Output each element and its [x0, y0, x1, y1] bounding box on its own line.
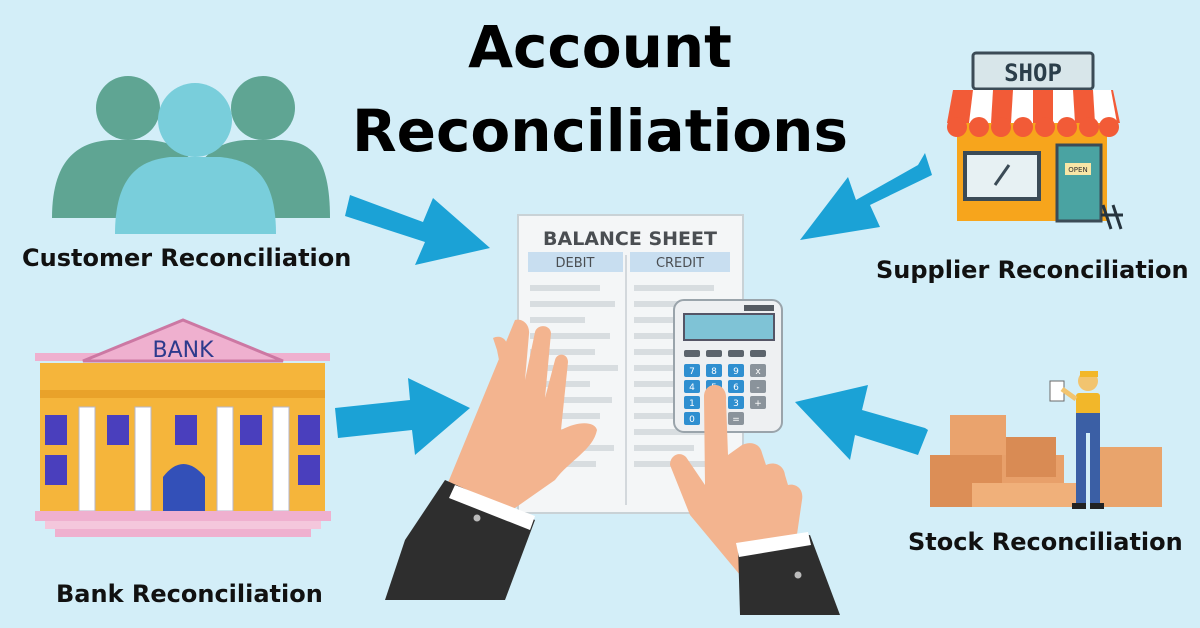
- calculator-key: [706, 364, 722, 377]
- customer-reconciliation-label: Customer Reconciliation: [22, 244, 352, 272]
- calculator-key: [684, 364, 700, 377]
- calculator-key-label: 7: [689, 367, 695, 377]
- arrow-bank: [335, 378, 470, 455]
- calculator-key: [750, 364, 766, 377]
- calculator-key: [750, 380, 766, 393]
- calculator-key: [728, 412, 744, 425]
- shop-door-sign-text: OPEN: [1068, 166, 1087, 174]
- calculator-key-label: 3: [733, 399, 739, 409]
- calculator-key: [750, 396, 766, 409]
- calculator-key: [684, 412, 700, 425]
- calculator-key: [684, 380, 700, 393]
- left-hand-icon: [385, 319, 597, 600]
- calculator-key-label: 4: [689, 383, 695, 393]
- credit-column-header: CREDIT: [656, 256, 704, 271]
- debit-column-header: DEBIT: [556, 256, 595, 271]
- shop-illustration: SHOP OPEN: [947, 51, 1123, 230]
- bank-sign-text: BANK: [152, 338, 214, 363]
- calculator-key-label: 8: [711, 367, 717, 377]
- calculator-key-label: -: [756, 383, 759, 393]
- calculator-key: [684, 396, 700, 409]
- customer-group-icon: [52, 76, 330, 234]
- arrow-stock: [795, 385, 928, 460]
- calculator-key-label: =: [732, 415, 740, 425]
- calculator-key: [728, 396, 744, 409]
- shop-sign-text: SHOP: [1004, 59, 1062, 87]
- calculator-key-label: x: [755, 367, 761, 377]
- arrow-customer: [345, 195, 490, 265]
- stock-reconciliation-label: Stock Reconciliation: [908, 528, 1183, 556]
- calculator-key-label: +: [754, 399, 762, 409]
- calculator-key-label: 6: [733, 383, 739, 393]
- calculator-icon: 789x456-123+0.=: [673, 299, 783, 433]
- right-hand-icon: [670, 385, 840, 615]
- calculator-key: [728, 364, 744, 377]
- bank-illustration: BANK: [35, 318, 331, 537]
- balance-sheet-heading: BALANCE SHEET: [543, 228, 717, 250]
- calculator-key-label: 9: [733, 367, 739, 377]
- stock-illustration: [930, 371, 1162, 509]
- title-line-1: Account: [468, 13, 732, 81]
- calculator-key: [728, 380, 744, 393]
- supplier-reconciliation-label: Supplier Reconciliation: [876, 256, 1189, 284]
- title-line-2: Reconciliations: [352, 97, 848, 165]
- calculator-key-label: 1: [689, 399, 695, 409]
- arrow-supplier: [800, 153, 932, 240]
- bank-reconciliation-label: Bank Reconciliation: [56, 580, 323, 608]
- calculator-key-label: 0: [689, 415, 695, 425]
